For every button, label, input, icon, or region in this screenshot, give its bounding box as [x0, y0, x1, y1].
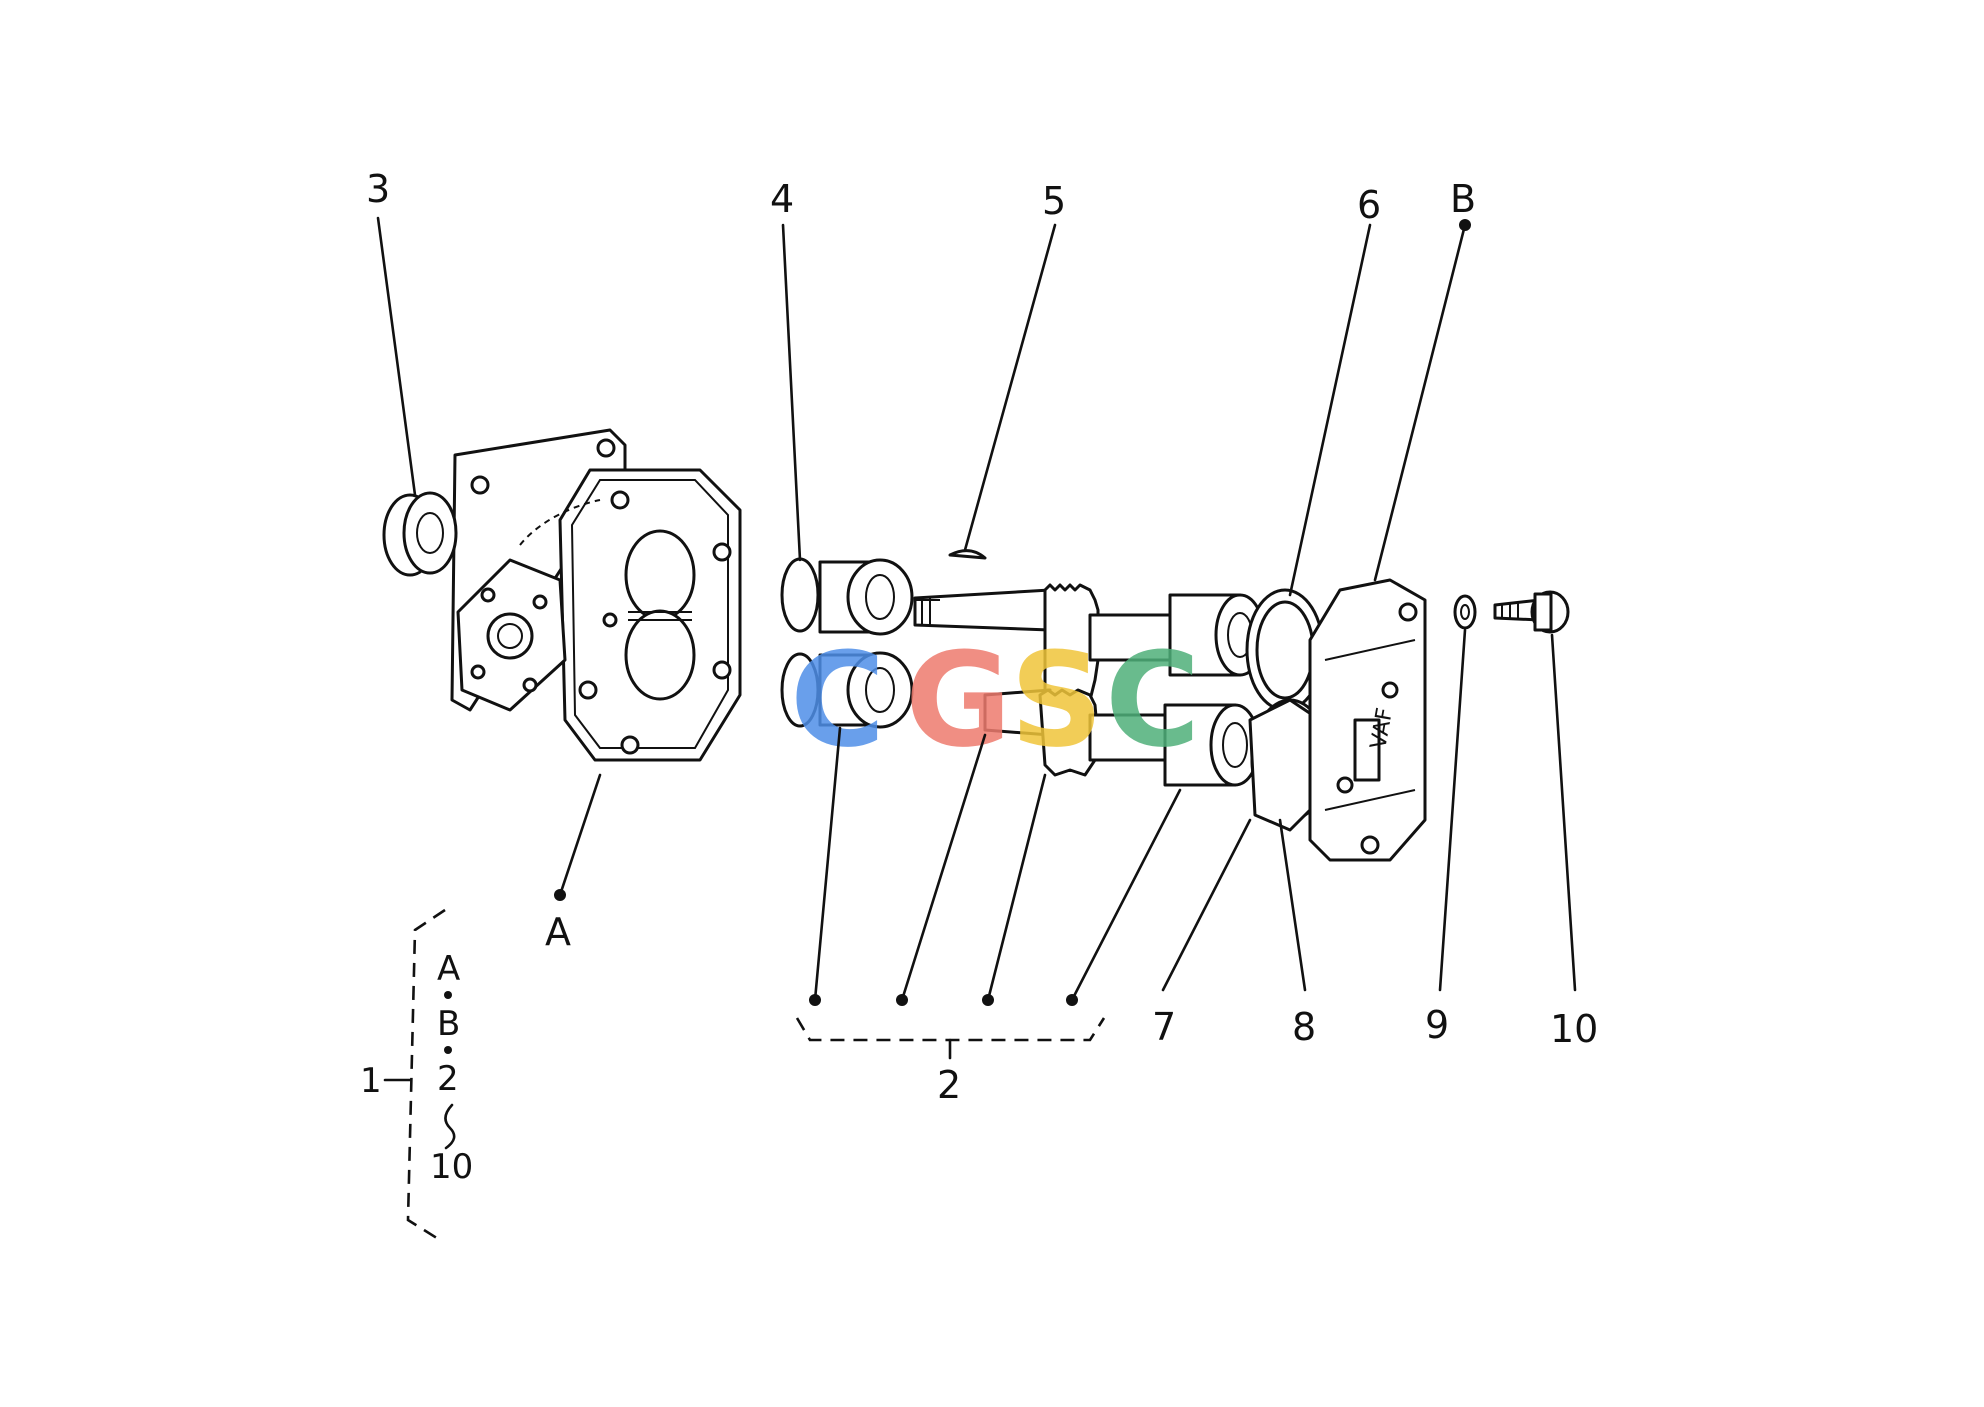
pump-housing	[450, 428, 742, 762]
kit-number: 1	[360, 1061, 382, 1101]
kit-item: 2	[437, 1059, 459, 1099]
callout-8: 8	[1292, 1005, 1316, 1049]
kit-legend: 1 A B 2 10	[360, 949, 473, 1187]
kit-item: 10	[430, 1147, 473, 1187]
washer	[1453, 594, 1477, 630]
kit-bracket	[383, 908, 446, 1242]
callout-labels: 3 4 5 6 B A 7 8 9 10 2	[366, 167, 1598, 1107]
watermark-letter: C	[1105, 624, 1200, 776]
cover-plate: VAF	[1308, 578, 1427, 862]
callout-2: 2	[937, 1063, 961, 1107]
watermark-letter: G	[905, 624, 1012, 776]
bearing-bushings	[780, 557, 914, 729]
callout-9: 9	[1425, 1003, 1449, 1047]
watermark-letter: S	[1010, 624, 1104, 776]
callout-4: 4	[770, 177, 794, 221]
leader-lines	[376, 216, 1577, 1006]
woodruff-key	[948, 549, 987, 560]
range-tilde	[444, 1103, 456, 1150]
kit-item: A	[437, 949, 460, 989]
shaft-seal-ring	[382, 491, 458, 577]
callout-5: 5	[1042, 179, 1066, 223]
kit-item: B	[437, 1004, 460, 1044]
drive-shaft-gears	[913, 583, 1266, 787]
callout-6: 6	[1357, 183, 1381, 227]
hex-bolt	[1493, 590, 1570, 634]
group-bracket-2	[795, 1017, 1106, 1060]
watermark: C G S C	[790, 624, 1200, 776]
callout-10: 10	[1550, 1007, 1598, 1051]
callout-3: 3	[366, 167, 390, 211]
callout-B: B	[1450, 177, 1476, 221]
callout-A: A	[545, 910, 571, 954]
callout-7: 7	[1152, 1005, 1176, 1049]
